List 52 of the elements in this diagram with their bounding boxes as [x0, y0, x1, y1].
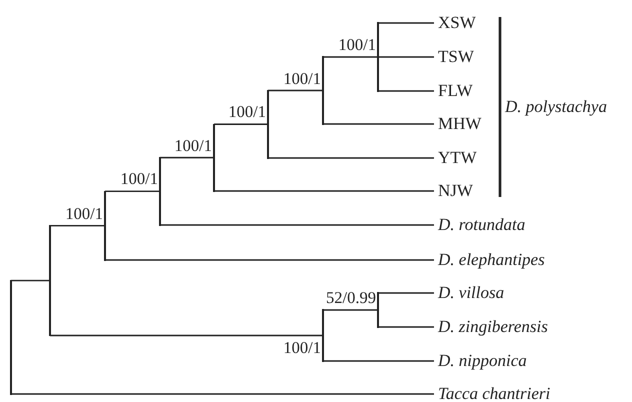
tree-branch [378, 326, 434, 328]
support-value: 100/1 [65, 204, 103, 223]
taxon-label: D. elephantipes [438, 250, 545, 270]
clade-junction-line [377, 292, 379, 328]
support-value: 100/1 [338, 36, 376, 54]
taxon-label: D. nipponica [438, 351, 527, 371]
taxon-label: FLW [438, 81, 473, 101]
tree-branch [160, 224, 434, 226]
taxon-label: MHW [438, 114, 482, 134]
taxon-label: D. villosa [438, 283, 504, 303]
tree-branch [214, 190, 434, 192]
clade-junction-line [322, 309, 324, 362]
taxon-label: D. rotundata [438, 215, 526, 235]
support-value: 100/1 [120, 170, 158, 188]
tree-branch [214, 124, 268, 125]
taxon-label: Tacca chantrieri [438, 384, 550, 402]
tree-branch [160, 156, 214, 158]
clade-junction-line [159, 156, 161, 226]
clade-junction-line [322, 56, 324, 125]
tree-branch [323, 56, 378, 58]
taxon-label: D. zingiberensis [438, 317, 548, 337]
taxon-label: YTW [438, 148, 477, 168]
support-value: 52/0.99 [326, 289, 376, 307]
tree-branch [11, 280, 50, 282]
tree-branch [105, 190, 160, 192]
clade-junction-line [10, 280, 12, 395]
support-value: 100/1 [174, 136, 212, 155]
taxon-label: NJW [438, 181, 473, 201]
tree-branch [268, 157, 434, 159]
tree-branch [323, 309, 378, 311]
tree-branch [50, 224, 105, 226]
tree-branch [323, 123, 434, 125]
clade-label: D. polystachya [505, 97, 607, 117]
support-value: 100/1 [228, 103, 266, 122]
tree-branch [50, 334, 323, 336]
support-value: 100/1 [283, 70, 321, 88]
tree-branch [378, 22, 434, 24]
tree-branch [323, 360, 434, 362]
clade-junction-line [377, 22, 379, 92]
taxon-label: XSW [438, 13, 476, 33]
tree-branch [11, 393, 434, 395]
tree-branch [378, 56, 434, 58]
taxon-label: TSW [438, 47, 474, 67]
clade-junction-line [49, 224, 51, 336]
tree-branch [378, 292, 434, 294]
tree-branch [268, 90, 323, 92]
clade-junction-line [267, 90, 269, 159]
clade-junction-line [213, 124, 215, 192]
tree-branch [105, 259, 434, 261]
tree-branch [378, 90, 434, 92]
clade-junction-line [104, 190, 106, 261]
support-value: 100/1 [283, 338, 321, 356]
